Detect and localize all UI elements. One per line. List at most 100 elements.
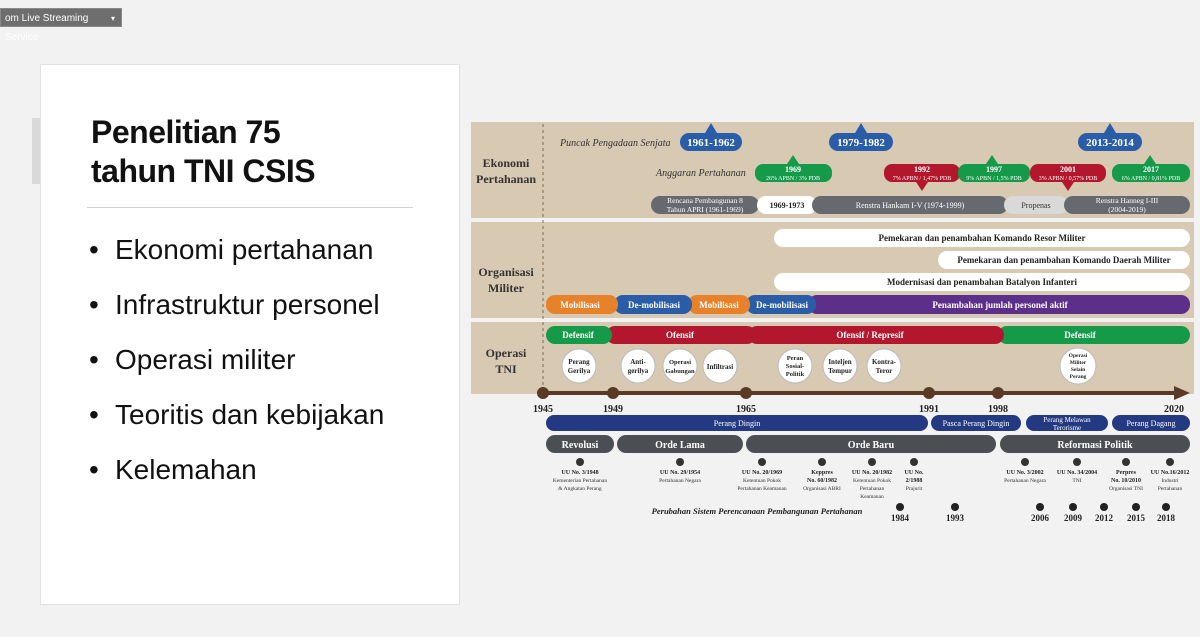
op-circle-operasi-gabungan: Operasi Gabungan xyxy=(662,348,698,384)
org-seg-mob-2 xyxy=(688,295,750,314)
anggaran-2017-year: 2017 xyxy=(1143,165,1159,174)
law-2002-l1: UU No. 3/2002 xyxy=(1006,470,1043,476)
op-circle-anti-gerilya: Anti- gerilya xyxy=(620,348,656,384)
war-terorisme xyxy=(1026,415,1108,431)
law-2012-l1: UU No.16/2012 xyxy=(1151,470,1190,476)
ops-seg-defensif-2-label: Defensif xyxy=(1064,330,1096,340)
bullet-item: Operasi militer xyxy=(89,340,415,379)
law-keppres-60-1982: Keppres No. 60/1982 Organisasi ABRI xyxy=(803,458,841,492)
war-terorisme-l2: Terorisme xyxy=(1053,424,1081,432)
op-omsp-l3: Selain xyxy=(1071,367,1085,373)
puncak-1979: 1979-1982 xyxy=(829,123,893,151)
org-bar-korem-label: Pemekaran dan penambahan Komando Resor M… xyxy=(878,233,1085,243)
perubahan-2009: 2009 xyxy=(1064,503,1083,523)
ops-seg-defensif-1 xyxy=(546,326,612,344)
era-orde-baru-label: Orde Baru xyxy=(848,440,895,451)
perubahan-1984: 1984 xyxy=(891,503,910,523)
law-2010-l3: Organisasi TNI xyxy=(1109,486,1143,492)
year-1965: 1965 xyxy=(736,404,756,415)
law-1969-l2: Ketentuan Pokok xyxy=(743,478,781,484)
law-1954-l2: Pertahanan Negara xyxy=(659,478,701,484)
law-1969-l3: Pertahanan Keamanan xyxy=(737,486,787,492)
law-1948-l3: & Angkatan Perang xyxy=(558,486,602,492)
org-seg-demob-1 xyxy=(614,295,692,314)
perubahan-1984-label: 1984 xyxy=(891,513,910,523)
renstra-rencana-line-2: Tahun APRI (1961-1969) xyxy=(667,205,744,214)
timeline-arrow-head xyxy=(1174,386,1190,400)
anggaran-1997-year: 1997 xyxy=(986,165,1002,174)
org-bar-batalyon-label: Modernisasi dan penambahan Batalyon Infa… xyxy=(887,277,1078,287)
renstra-hanneg-line-2: (2004-2019) xyxy=(1108,205,1146,214)
renstra-propenas-bar xyxy=(1004,196,1068,214)
era-reformasi-label: Reformasi Politik xyxy=(1057,440,1133,451)
era-revolusi-label: Revolusi xyxy=(562,440,599,451)
op-circle-infiltrasi: Infiltrasi xyxy=(702,348,738,384)
law-1969-l1: UU No. 20/1969 xyxy=(742,470,782,476)
perubahan-2006-label: 2006 xyxy=(1031,513,1050,523)
section-label-organisasi-2: Militer xyxy=(488,281,525,295)
law-keppres-l2: No. 60/1982 xyxy=(807,478,837,484)
law-keppres-l1: Keppres xyxy=(811,470,833,476)
axis-node-1949 xyxy=(607,387,619,399)
anggaran-label: Anggaran Pertahanan xyxy=(655,168,746,179)
op-circle-inteljen-tempur: Inteljen Tempur xyxy=(822,348,858,384)
op-peran-l3: Politik xyxy=(786,371,805,378)
window-tab-label: om Live Streaming Service xyxy=(5,13,89,43)
ops-seg-ofensif-label: Ofensif xyxy=(666,330,695,340)
law-1954-l1: UU No. 29/1954 xyxy=(660,470,700,476)
op-anti-gerilya-l1: Anti- xyxy=(630,358,646,366)
anggaran-2017: 2017 6% APBN / 0,81% PDB xyxy=(1112,155,1190,182)
org-seg-demob-1-label: De-mobilisasi xyxy=(628,300,681,310)
op-circle-perang-gerilya: Perang Gerilya xyxy=(561,348,597,384)
anggaran-2017-detail: 6% APBN / 0,81% PDB xyxy=(1122,176,1181,182)
anggaran-2001-year: 2001 xyxy=(1060,165,1076,174)
op-inteljen-l1: Inteljen xyxy=(828,358,851,366)
law-2004-l2: TNI xyxy=(1072,478,1081,484)
org-seg-mob-1-label: Mobilisasi xyxy=(560,300,600,310)
law-1948-l1: UU No. 3/1948 xyxy=(561,470,598,476)
perubahan-2006: 2006 xyxy=(1031,503,1050,523)
op-peran-l1: Peran xyxy=(787,355,804,362)
war-perang-dagang xyxy=(1112,415,1190,431)
era-orde-lama xyxy=(617,435,743,453)
anggaran-1969-detail: 26% APBN / 3% PDB xyxy=(766,176,820,182)
law-2010-l1: Perpres xyxy=(1116,470,1137,476)
anggaran-1969-year: 1969 xyxy=(785,165,801,174)
op-perang-gerilya-l1: Perang xyxy=(568,358,590,366)
org-bar-batalyon xyxy=(774,273,1190,291)
axis-node-1965 xyxy=(740,387,752,399)
op-circle-peran-sosial-politik: Peran Sosial- Politik xyxy=(777,348,813,384)
perubahan-2012-label: 2012 xyxy=(1095,513,1114,523)
law-uu-3-2002: UU No. 3/2002 Pertahanan Negara xyxy=(1004,458,1046,484)
title-divider xyxy=(87,207,413,208)
anggaran-1992-year: 1992 xyxy=(914,165,930,174)
section-label-operasi-2: TNI xyxy=(495,362,517,376)
op-peran-l2: Sosial- xyxy=(786,363,804,370)
year-1949: 1949 xyxy=(603,404,623,415)
axis-node-1945 xyxy=(537,387,549,399)
op-kontra-l1: Kontra- xyxy=(872,358,897,366)
bullet-item: Ekonomi pertahanan xyxy=(89,230,415,269)
chevron-down-icon[interactable]: ▾ xyxy=(110,14,115,23)
org-bar-korem xyxy=(774,229,1190,247)
op-omsp-l1: Operasi xyxy=(1069,353,1088,359)
op-operasi-gabungan-l2: Gabungan xyxy=(665,368,695,375)
law-2002-l2: Pertahanan Negara xyxy=(1004,478,1046,484)
perubahan-1993: 1993 xyxy=(946,503,965,523)
op-operasi-gabungan-l1: Operasi xyxy=(669,359,691,366)
war-pasca-perang-dingin xyxy=(931,415,1021,431)
op-circle-omsp: Operasi Militer Selain Perang xyxy=(1059,347,1097,385)
anggaran-1992: 1992 7% APBN / 1,47% PDB xyxy=(884,164,960,191)
renstra-hanneg-line-1: Renstra Hanneg I-III xyxy=(1096,196,1159,205)
law-uu-16-2012: UU No.16/2012 Industri Pertahanan xyxy=(1151,458,1190,492)
law-1988-l2: 2/1988 xyxy=(906,478,923,484)
puncak-2013: 2013-2014 xyxy=(1078,123,1142,151)
law-uu-20-1982: UU No. 20/1982 Ketentuan Pokok Pertahana… xyxy=(852,458,892,500)
window-tab[interactable]: om Live Streaming Service ▾ xyxy=(0,8,122,43)
org-seg-demob-2 xyxy=(746,295,816,314)
law-1982-l2: Ketentuan Pokok xyxy=(853,478,891,484)
anggaran-2001: 2001 3% APBN / 0,57% PDB xyxy=(1030,164,1106,191)
law-2004-l1: UU No. 34/2004 xyxy=(1057,470,1097,476)
op-omsp-l2: Militer xyxy=(1070,360,1087,366)
war-perang-dingin xyxy=(546,415,928,431)
